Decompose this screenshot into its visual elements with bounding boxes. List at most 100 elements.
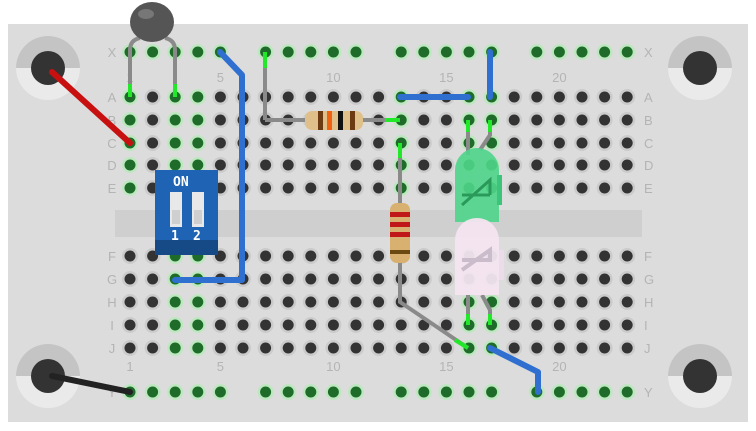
hole[interactable]: [599, 342, 611, 354]
ceramic-capacitor[interactable]: [128, 2, 177, 97]
rail-hole-y[interactable]: [553, 386, 565, 398]
hole[interactable]: [147, 342, 159, 354]
hole[interactable]: [599, 91, 611, 103]
rail-hole-x[interactable]: [192, 46, 204, 58]
hole[interactable]: [260, 296, 272, 308]
hole[interactable]: [169, 159, 181, 171]
hole[interactable]: [260, 319, 272, 331]
rail-hole-x[interactable]: [531, 46, 543, 58]
hole[interactable]: [373, 250, 385, 262]
rail-hole-y[interactable]: [260, 386, 272, 398]
hole[interactable]: [373, 342, 385, 354]
hole[interactable]: [305, 137, 317, 149]
hole[interactable]: [350, 159, 362, 171]
hole[interactable]: [508, 342, 520, 354]
hole[interactable]: [418, 342, 430, 354]
hole[interactable]: [599, 273, 611, 285]
hole[interactable]: [327, 91, 339, 103]
hole[interactable]: [576, 342, 588, 354]
hole[interactable]: [440, 137, 452, 149]
hole[interactable]: [169, 114, 181, 126]
rail-hole-y[interactable]: [463, 386, 475, 398]
hole[interactable]: [373, 273, 385, 285]
hole[interactable]: [124, 296, 136, 308]
hole[interactable]: [214, 319, 226, 331]
hole[interactable]: [214, 159, 226, 171]
hole[interactable]: [373, 319, 385, 331]
rail-hole-y[interactable]: [599, 386, 611, 398]
rail-hole-x[interactable]: [147, 46, 159, 58]
hole[interactable]: [576, 114, 588, 126]
hole[interactable]: [350, 182, 362, 194]
hole[interactable]: [124, 182, 136, 194]
switch-1[interactable]: [170, 192, 182, 227]
hole[interactable]: [260, 159, 272, 171]
hole[interactable]: [305, 250, 317, 262]
hole[interactable]: [576, 159, 588, 171]
hole[interactable]: [621, 159, 633, 171]
hole[interactable]: [508, 91, 520, 103]
hole[interactable]: [621, 250, 633, 262]
rail-hole-y[interactable]: [214, 386, 226, 398]
hole[interactable]: [350, 137, 362, 149]
hole[interactable]: [260, 137, 272, 149]
rail-hole-x[interactable]: [440, 46, 452, 58]
hole[interactable]: [553, 250, 565, 262]
hole[interactable]: [531, 114, 543, 126]
rail-hole-y[interactable]: [147, 386, 159, 398]
hole[interactable]: [553, 273, 565, 285]
rail-hole-y[interactable]: [327, 386, 339, 398]
hole[interactable]: [124, 250, 136, 262]
hole[interactable]: [260, 182, 272, 194]
rail-hole-x[interactable]: [576, 46, 588, 58]
hole[interactable]: [124, 159, 136, 171]
hole[interactable]: [282, 273, 294, 285]
hole[interactable]: [260, 273, 272, 285]
hole[interactable]: [621, 273, 633, 285]
hole[interactable]: [553, 114, 565, 126]
hole[interactable]: [553, 319, 565, 331]
hole[interactable]: [327, 182, 339, 194]
hole[interactable]: [508, 296, 520, 308]
hole[interactable]: [192, 137, 204, 149]
hole[interactable]: [350, 342, 362, 354]
hole[interactable]: [395, 319, 407, 331]
hole[interactable]: [508, 182, 520, 194]
hole[interactable]: [282, 159, 294, 171]
hole[interactable]: [418, 137, 430, 149]
hole[interactable]: [418, 159, 430, 171]
hole[interactable]: [418, 114, 430, 126]
hole[interactable]: [305, 182, 317, 194]
red-power-wire[interactable]: [49, 69, 133, 146]
hole[interactable]: [531, 137, 543, 149]
rail-hole-y[interactable]: [395, 386, 407, 398]
green-led[interactable]: [455, 120, 502, 222]
hole[interactable]: [599, 182, 611, 194]
hole[interactable]: [237, 342, 249, 354]
rail-hole-x[interactable]: [553, 46, 565, 58]
hole[interactable]: [192, 342, 204, 354]
hole[interactable]: [373, 182, 385, 194]
hole[interactable]: [508, 159, 520, 171]
hole[interactable]: [327, 319, 339, 331]
rail-hole-x[interactable]: [395, 46, 407, 58]
hole[interactable]: [192, 114, 204, 126]
hole[interactable]: [327, 159, 339, 171]
hole[interactable]: [599, 250, 611, 262]
rail-hole-x[interactable]: [305, 46, 317, 58]
hole[interactable]: [599, 137, 611, 149]
hole[interactable]: [553, 342, 565, 354]
hole[interactable]: [373, 137, 385, 149]
hole[interactable]: [553, 182, 565, 194]
rail-hole-x[interactable]: [418, 46, 430, 58]
hole[interactable]: [440, 296, 452, 308]
hole[interactable]: [214, 91, 226, 103]
hole[interactable]: [440, 342, 452, 354]
dip-switch[interactable]: ON 1 2: [155, 170, 218, 255]
hole[interactable]: [237, 319, 249, 331]
rail-hole-x[interactable]: [463, 46, 475, 58]
rail-hole-y[interactable]: [486, 386, 498, 398]
hole[interactable]: [327, 342, 339, 354]
hole[interactable]: [395, 342, 407, 354]
hole[interactable]: [576, 296, 588, 308]
